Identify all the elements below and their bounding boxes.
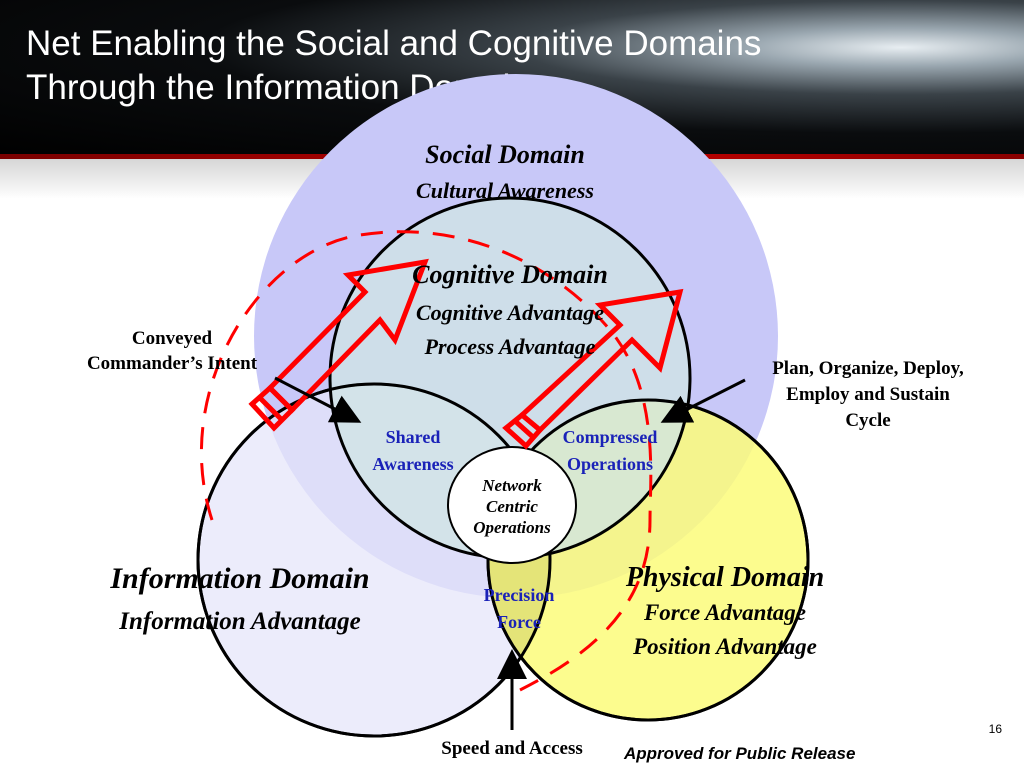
precision-force-label: Precision Force xyxy=(462,582,576,636)
network-centric-line-2: Centric xyxy=(486,497,538,516)
precision-force-line-1: Precision xyxy=(483,585,555,605)
social-domain-subtitle: Cultural Awareness xyxy=(416,178,594,203)
physical-domain-subtitle-1: Force Advantage xyxy=(643,600,807,625)
cognitive-domain-title: Cognitive Domain xyxy=(412,260,608,289)
physical-domain-title: Physical Domain xyxy=(625,562,825,593)
plan-cycle-pointer xyxy=(660,378,746,423)
network-centric-label: Network Centric Operations xyxy=(452,475,572,538)
precision-force-line-2: Force xyxy=(497,612,541,632)
information-flow-loop xyxy=(200,230,653,692)
compressed-operations-label: Compressed Operations xyxy=(548,424,672,478)
cognitive-domain-subtitle-1: Cognitive Advantage xyxy=(415,300,604,325)
social-domain-title: Social Domain xyxy=(425,140,585,169)
physical-domain-subtitle-2: Position Advantage xyxy=(633,634,817,659)
cognitive-domain-subtitle-2: Process Advantage xyxy=(424,334,596,359)
page-number: 16 xyxy=(988,722,1002,736)
conveyed-intent-callout: Conveyed Commander’s Intent xyxy=(62,326,282,376)
shared-awareness-label: Shared Awareness xyxy=(352,424,474,478)
information-domain-title: Information Domain xyxy=(110,562,370,595)
left-red-arrow xyxy=(248,258,429,432)
plan-cycle-line-2: Employ and Sustain xyxy=(786,384,950,405)
speed-access-callout: Speed and Access xyxy=(441,738,583,759)
network-centric-center xyxy=(447,446,577,564)
conveyed-intent-pointer xyxy=(274,376,362,423)
information-domain-subtitle: Information Advantage xyxy=(119,608,361,635)
plan-cycle-line-3: Cycle xyxy=(845,410,891,431)
right-red-arrow xyxy=(502,288,684,450)
compressed-operations-line-1: Compressed xyxy=(562,427,658,447)
conveyed-intent-line-2: Commander’s Intent xyxy=(86,353,258,374)
conveyed-intent-line-1: Conveyed xyxy=(131,328,213,349)
title-line-1: Net Enabling the Social and Cognitive Do… xyxy=(26,24,762,63)
plan-cycle-callout: Plan, Organize, Deploy, Employ and Susta… xyxy=(740,356,996,434)
shared-awareness-line-2: Awareness xyxy=(372,454,454,474)
plan-cycle-line-1: Plan, Organize, Deploy, xyxy=(772,358,964,379)
network-centric-line-3: Operations xyxy=(473,518,551,537)
shared-awareness-line-1: Shared xyxy=(385,427,441,447)
release-note: Approved for Public Release xyxy=(624,744,856,763)
network-centric-line-1: Network xyxy=(482,476,542,495)
compressed-operations-line-2: Operations xyxy=(566,454,653,474)
